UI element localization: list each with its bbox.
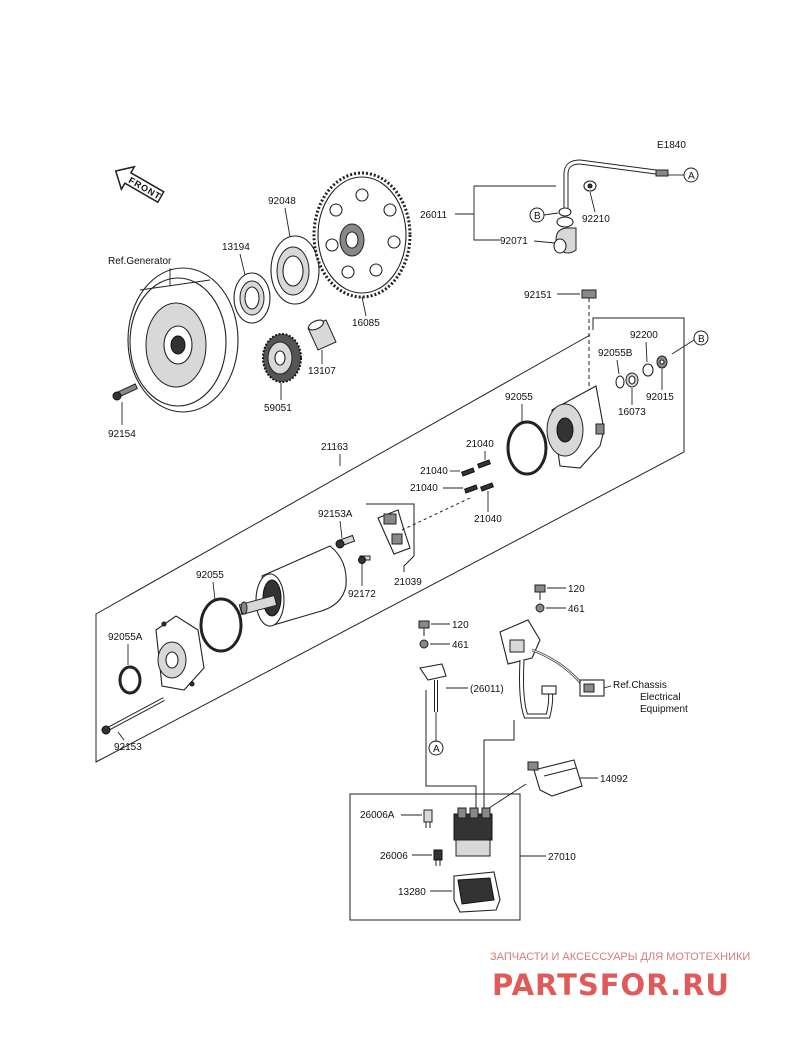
part-21163-label: 21163 — [321, 442, 349, 453]
housing-92048 — [270, 235, 320, 305]
marker-b-terminal-label: B — [698, 334, 705, 345]
part-92055-left-label: 92055 — [196, 570, 224, 581]
nut-461-right — [535, 603, 545, 613]
bolt-92154 — [112, 383, 138, 401]
starter-rear-cover — [546, 385, 605, 469]
bolt-92151 — [581, 289, 597, 430]
watermark-tagline: ЗАПЧАСТИ И АКСЕССУАРЫ ДЛЯ МОТОТЕХНИКИ — [490, 951, 750, 963]
relay-cap-13280 — [453, 871, 501, 913]
brush-holder-bracket — [366, 503, 415, 572]
part-92172-label: 92172 — [348, 589, 376, 600]
part-16085-label: 16085 — [352, 318, 380, 329]
o-ring-92055-top — [506, 420, 548, 476]
fuse-26006A — [423, 809, 433, 828]
part-92200-label: 92200 — [630, 330, 658, 341]
ref-chassis-line1: Ref.Chassis — [613, 680, 667, 691]
marker-a-top-label: A — [688, 171, 695, 182]
relay-link-line-left — [425, 690, 477, 808]
terminal-hardware — [615, 355, 668, 389]
starter-front-cover — [155, 615, 205, 691]
part-92153-label: 92153 — [114, 742, 142, 753]
ref-generator-label: Ref.Generator — [108, 256, 172, 267]
marker-a-bottom — [428, 740, 444, 756]
part-120-b-label: 120 — [452, 620, 469, 631]
part-21040-a-label: 21040 — [466, 439, 494, 450]
marker-a-bottom-label: A — [433, 744, 440, 755]
part-92153A-label: 92153A — [318, 509, 353, 520]
cable-26011 — [553, 159, 669, 254]
part-14092-label: 14092 — [600, 774, 628, 785]
starter-assembly-outline — [95, 317, 685, 763]
ref-chassis-line3: Equipment — [640, 704, 688, 715]
o-ring-92055A — [118, 665, 142, 695]
bolt-120-right — [534, 584, 546, 600]
relay-box-27010 — [349, 793, 521, 921]
part-92055-top-label: 92055 — [505, 392, 533, 403]
part-92071-label: 92071 — [500, 236, 528, 247]
part-13107-label: 13107 — [308, 366, 336, 377]
part-461-b-label: 461 — [452, 640, 469, 651]
part-92154-label: 92154 — [108, 429, 136, 440]
part-13194-label: 13194 — [222, 242, 250, 253]
o-ring-92055-left — [199, 597, 243, 653]
cable-end-26011 — [419, 663, 447, 712]
part-16073-label: 16073 — [618, 407, 646, 418]
front-arrow-icon: FRONT — [114, 165, 165, 204]
generator-rotor — [127, 267, 239, 413]
relay-link-line-right — [483, 720, 515, 810]
diagram-code: E1840 — [657, 140, 686, 151]
part-26011-label: 26011 — [420, 210, 448, 221]
screw-92172 — [358, 555, 371, 564]
part-27010-label: 27010 — [548, 852, 576, 863]
nut-461-left — [419, 639, 429, 649]
watermark-logo: PARTSFOR.RU — [492, 968, 730, 1002]
part-26006A-label: 26006A — [360, 810, 395, 821]
ref-chassis-line2: Electrical — [640, 692, 681, 703]
part-21040-b-label: 21040 — [420, 466, 448, 477]
clutch-13194 — [233, 272, 271, 324]
part-92055B-label: 92055B — [598, 348, 633, 359]
part-92055A-label: 92055A — [108, 632, 143, 643]
marker-b-terminal — [693, 330, 709, 346]
part-13280-label: 13280 — [398, 887, 426, 898]
bolt-120-left — [418, 620, 430, 636]
brush-holder-21039 — [377, 497, 471, 555]
part-21039-label: 21039 — [394, 577, 422, 588]
screw-92153A — [335, 534, 356, 549]
idler-gear-59051 — [262, 333, 302, 383]
part-120-a-label: 120 — [568, 584, 585, 595]
part-21040-c-label: 21040 — [410, 483, 438, 494]
shaft-13107 — [307, 319, 337, 351]
part-26011-paren-label: (26011) — [470, 684, 504, 695]
part-26006-label: 26006 — [380, 851, 408, 862]
part-21040-d-label: 21040 — [474, 514, 502, 525]
bolt-92153 — [101, 697, 165, 735]
starter-gear-16085 — [312, 171, 412, 299]
relay-cover-14092 — [527, 759, 583, 797]
part-92048-label: 92048 — [268, 196, 296, 207]
starter-relay-27010 — [453, 807, 493, 857]
part-92151-label: 92151 — [524, 290, 552, 301]
part-461-a-label: 461 — [568, 604, 585, 615]
brushes-21040 — [461, 459, 494, 494]
starter-armature — [238, 545, 347, 627]
part-59051-label: 59051 — [264, 403, 292, 414]
starter-relay-harness — [499, 619, 605, 719]
fuse-26006 — [433, 849, 443, 866]
marker-b-cable-label: B — [534, 211, 541, 222]
part-92210-label: 92210 — [582, 214, 610, 225]
part-92015-label: 92015 — [646, 392, 674, 403]
